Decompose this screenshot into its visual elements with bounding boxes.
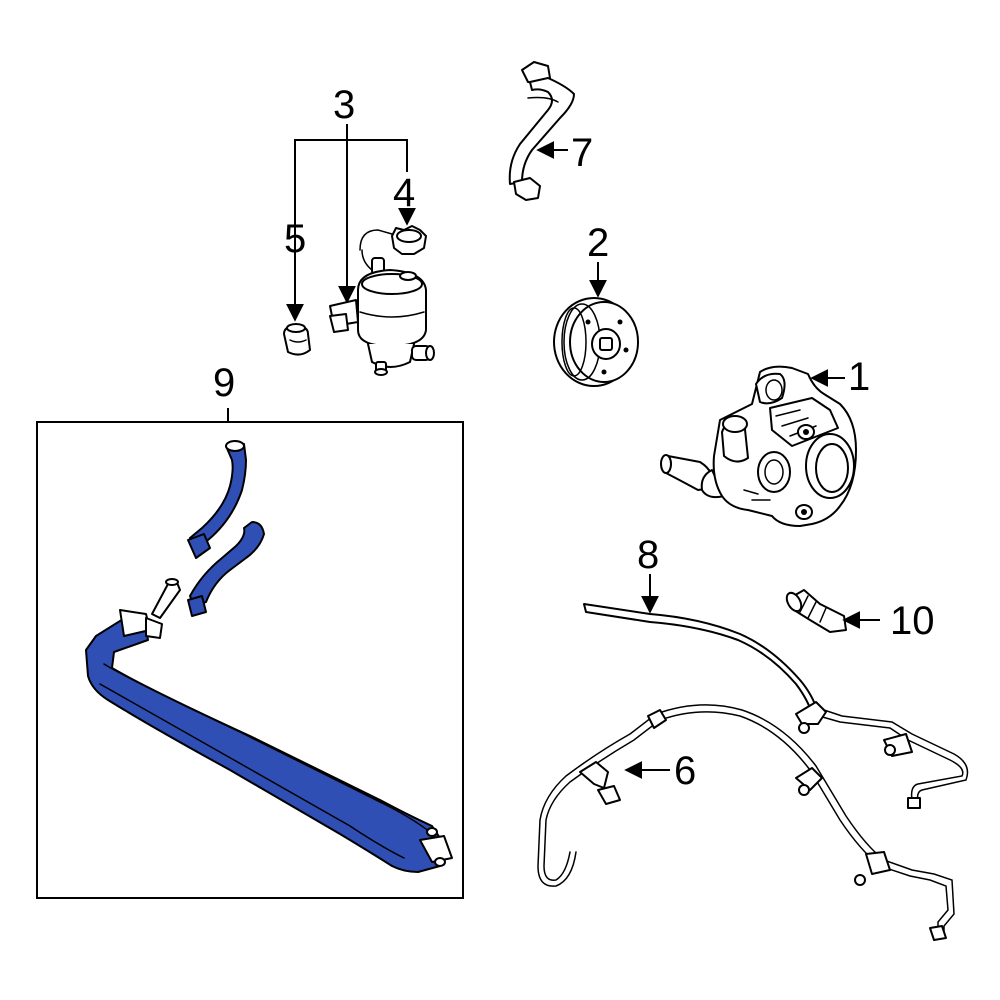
reservoir-cap-part-4[interactable]	[391, 225, 427, 255]
power-steering-pump-part-1[interactable]: 1	[660, 355, 870, 527]
callout-4[interactable]: 4	[393, 171, 415, 215]
return-hose-part-8[interactable]: 8	[583, 533, 969, 809]
callout-3[interactable]: 3	[333, 83, 355, 127]
pulley-part-2[interactable]: 2	[553, 221, 639, 387]
callout-9[interactable]: 9	[213, 361, 235, 405]
callout-8[interactable]: 8	[637, 533, 659, 577]
reservoir-part-3[interactable]	[329, 229, 435, 376]
callout-10[interactable]: 10	[890, 599, 935, 643]
callout-2[interactable]: 2	[587, 221, 609, 265]
callout-7[interactable]: 7	[571, 131, 593, 175]
callout-5[interactable]: 5	[284, 217, 306, 261]
callout-group-3-4-5: 3 4 5	[284, 83, 416, 322]
cooler-lines-part-9[interactable]	[85, 440, 453, 873]
callout-1[interactable]: 1	[848, 355, 870, 399]
grommet-part-5[interactable]	[283, 323, 311, 356]
pressure-hose-part-6[interactable]: 6	[537, 704, 955, 941]
callout-6[interactable]: 6	[674, 749, 696, 793]
pressure-switch-part-10[interactable]: 10	[784, 589, 935, 643]
hose-part-7[interactable]: 7	[508, 61, 594, 201]
